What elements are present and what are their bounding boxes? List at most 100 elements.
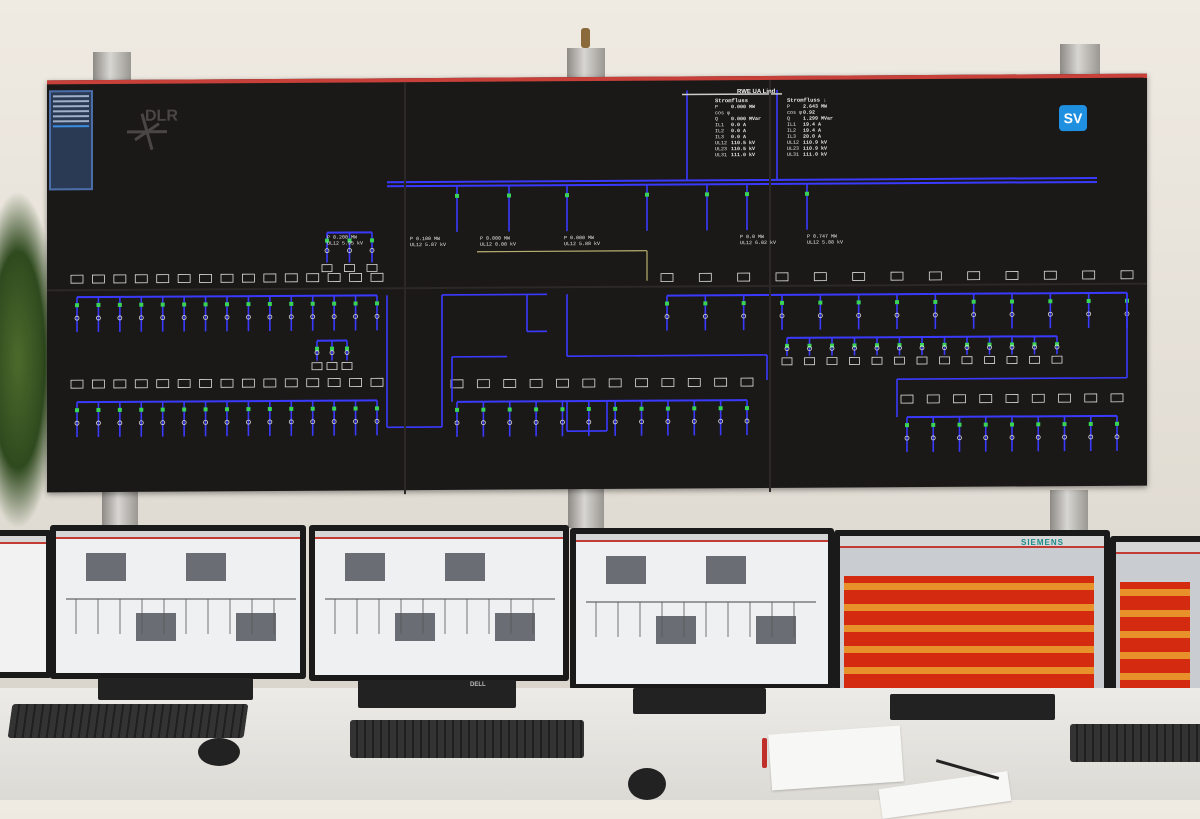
alarm-row[interactable] — [1120, 638, 1190, 645]
breaker-icon — [332, 407, 336, 411]
feeder-label-box — [477, 380, 489, 388]
feeder-label-box — [814, 273, 826, 281]
alarm-row[interactable] — [1120, 610, 1190, 617]
alarm-row[interactable] — [1120, 596, 1190, 603]
breaker-icon — [315, 347, 319, 351]
breaker-icon — [118, 408, 122, 412]
breaker-icon — [1010, 299, 1014, 303]
breaker-icon — [345, 347, 349, 351]
bus-line — [897, 378, 1127, 379]
keyboard[interactable] — [350, 720, 584, 758]
breaker-icon — [311, 407, 315, 411]
feeder-label-box — [661, 274, 673, 282]
alarm-row[interactable] — [1120, 645, 1190, 652]
alarm-list[interactable] — [844, 576, 1094, 682]
breaker-icon — [857, 300, 861, 304]
breaker-icon — [246, 302, 250, 306]
alarm-row[interactable] — [844, 660, 1094, 667]
alarm-row[interactable] — [844, 625, 1094, 632]
keyboard[interactable] — [8, 704, 249, 738]
feeder-label-box — [688, 378, 700, 386]
breaker-icon — [118, 303, 122, 307]
breaker-icon — [1010, 422, 1014, 426]
monitor-3 — [309, 525, 569, 681]
load-box — [827, 358, 837, 365]
alarm-row[interactable] — [844, 653, 1094, 660]
breaker-icon — [481, 408, 485, 412]
alarm-row[interactable] — [844, 646, 1094, 653]
alarm-row[interactable] — [1120, 617, 1190, 624]
alarm-row[interactable] — [1120, 624, 1190, 631]
alarm-row[interactable] — [844, 576, 1094, 583]
breaker-icon — [1089, 422, 1093, 426]
station-title: RWE UA Lind — [737, 89, 775, 95]
breaker-icon — [818, 301, 822, 305]
navigator-window[interactable] — [49, 90, 93, 190]
load-box — [1007, 356, 1017, 363]
feeder-label-box — [853, 272, 865, 280]
alarm-row[interactable] — [1120, 631, 1190, 638]
alarm-row[interactable] — [844, 681, 1094, 688]
feeder-label-box — [221, 274, 233, 282]
load-box — [872, 357, 882, 364]
monitor-stand — [358, 680, 516, 708]
feeder-label-box — [157, 275, 169, 283]
alarm-row[interactable] — [844, 632, 1094, 639]
load-box — [312, 363, 322, 370]
feeder-label-box — [285, 379, 297, 387]
feeder-label-box — [328, 274, 340, 282]
breaker-icon — [370, 238, 374, 242]
alarm-row[interactable] — [1120, 673, 1190, 680]
load-box — [895, 357, 905, 364]
breaker-icon — [354, 406, 358, 410]
alarm-row[interactable] — [1120, 680, 1190, 687]
alarm-row[interactable] — [1120, 589, 1190, 596]
monitor-stand — [633, 688, 766, 714]
paper-sheet — [768, 725, 904, 790]
breaker-icon — [508, 408, 512, 412]
feeder-label-box — [741, 378, 753, 386]
feeder-label-box — [1059, 394, 1071, 402]
mouse[interactable] — [198, 738, 240, 766]
feeder-label-box — [1121, 271, 1133, 279]
alarm-row[interactable] — [844, 583, 1094, 590]
alarm-row[interactable] — [844, 590, 1094, 597]
feeder-label-box — [891, 272, 903, 280]
feeder-label-box — [980, 395, 992, 403]
monitor-stand — [890, 694, 1055, 720]
breaker-icon — [161, 408, 165, 412]
feeder-label-box — [242, 274, 254, 282]
monitor-stand — [98, 678, 253, 700]
breaker-icon — [161, 303, 165, 307]
mouse[interactable] — [628, 768, 666, 800]
feeder-label-box — [504, 379, 516, 387]
breaker-icon — [665, 302, 669, 306]
keyboard[interactable] — [1070, 724, 1200, 762]
alarm-row[interactable] — [844, 618, 1094, 625]
alarm-row[interactable] — [844, 597, 1094, 604]
alarm-row[interactable] — [1120, 603, 1190, 610]
breaker-icon — [534, 407, 538, 411]
alarm-list[interactable] — [1120, 582, 1190, 682]
alarm-row[interactable] — [844, 611, 1094, 618]
alarm-row[interactable] — [844, 667, 1094, 674]
alarm-row[interactable] — [1120, 659, 1190, 666]
breaker-icon — [75, 303, 79, 307]
breaker-icon — [565, 193, 569, 197]
alarm-row[interactable] — [1120, 582, 1190, 589]
breaker-icon — [895, 300, 899, 304]
alarm-row[interactable] — [1120, 666, 1190, 673]
alarm-row[interactable] — [844, 674, 1094, 681]
alarm-row[interactable] — [1120, 652, 1190, 659]
load-box — [345, 264, 355, 271]
pillar — [93, 52, 131, 80]
breaker-icon — [139, 408, 143, 412]
breaker-icon — [1087, 299, 1091, 303]
alarm-row[interactable] — [844, 639, 1094, 646]
alarm-row[interactable] — [844, 604, 1094, 611]
feeder-label-box — [157, 380, 169, 388]
